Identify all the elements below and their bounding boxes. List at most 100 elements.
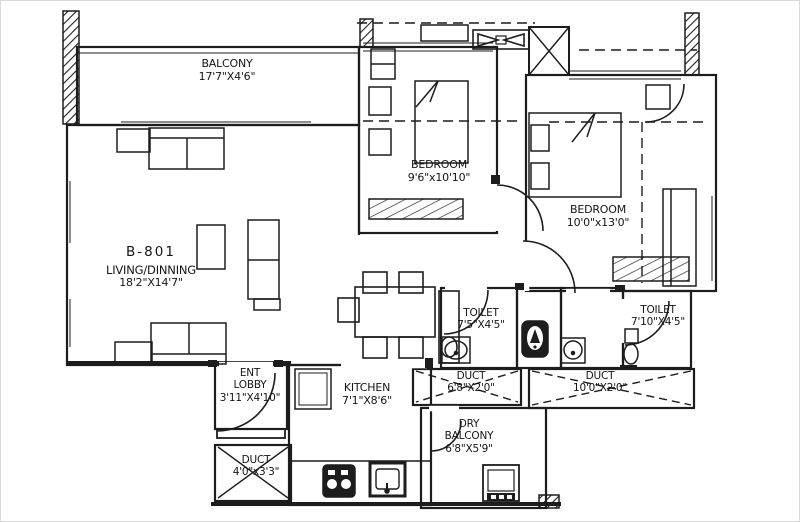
wardrobe-hatch — [612, 256, 690, 282]
bedroom2-furniture — [528, 84, 697, 287]
toilet1-label: TOILET 7'5"X4'5" — [457, 307, 505, 332]
dining-chair — [362, 336, 388, 359]
room-name: BEDROOM — [410, 158, 468, 171]
nightstand — [530, 124, 550, 152]
service-shafts — [472, 26, 570, 76]
kitchen-label: KITCHEN 7'1"X8'6" — [342, 381, 392, 408]
room-dims: 18'2"X14'7" — [119, 276, 183, 290]
duct-right-walls — [527, 367, 696, 410]
toilet1-door-arc — [443, 289, 489, 335]
living-furniture — [114, 127, 281, 366]
bedroom1-furniture — [368, 24, 469, 220]
room-name: DUCT — [585, 370, 615, 382]
entry-threshold — [216, 428, 286, 439]
room-name: DUCT — [241, 454, 271, 466]
lift-shaft — [528, 26, 570, 76]
room-name: DRY BALCONY — [444, 418, 494, 443]
side-table-top — [116, 128, 151, 153]
dining-chair — [398, 271, 424, 294]
unit-number: B-801 — [126, 244, 176, 260]
room-name: ENT LOBBY — [233, 367, 267, 392]
room-name: BEDROOM — [569, 203, 627, 216]
hatched-column-top-right — [684, 12, 700, 76]
sink-icon — [368, 461, 407, 498]
room-name: KITCHEN — [343, 381, 391, 394]
bed — [414, 80, 469, 164]
hatched-column-top-left — [62, 10, 80, 125]
room-dims: 10'0"X2'0" — [572, 382, 628, 395]
room-name: BALCONY — [201, 57, 253, 70]
hatched-column-bottom — [538, 494, 560, 509]
wc-icon — [620, 328, 639, 370]
room-dims: 7'5"X4'5" — [457, 319, 505, 332]
windows — [69, 42, 713, 347]
hatched-column-bedroom1 — [359, 18, 374, 48]
tv-unit — [247, 219, 281, 311]
dining-chair — [362, 271, 388, 294]
coffee-table — [196, 224, 226, 270]
stove-icon — [322, 464, 356, 498]
toilet2-label: TOILET 7'10"X4'5" — [631, 304, 685, 329]
room-dims: 9'6"x10'10" — [407, 170, 471, 184]
room-dims: 4'0"x3'3" — [232, 466, 280, 479]
passage-walls — [559, 286, 625, 370]
dry-balcony-walls — [419, 406, 548, 510]
sofa-bottom — [150, 322, 227, 365]
duct-right-cross — [531, 370, 692, 406]
bedroom2-label: BEDROOM 10'0"x13'0" — [566, 203, 630, 230]
room-dims: 7'10"X4'5" — [630, 316, 686, 329]
room-name: LIVING/DINNING — [105, 262, 197, 277]
room-dims: 3'11"X4'10" — [219, 391, 281, 404]
wardrobe-hatch — [368, 198, 464, 220]
room-name: TOILET — [463, 307, 499, 319]
balcony-label: BALCONY 17'7"X4'6" — [198, 57, 256, 84]
closet-box — [370, 48, 396, 80]
room-name: TOILET — [640, 304, 676, 316]
corner-table — [645, 84, 671, 110]
dining-set — [337, 271, 460, 364]
nightstand — [368, 128, 392, 156]
duct-mid-walls — [411, 367, 523, 407]
nightstand — [368, 86, 392, 116]
room-dims: 7'1"X8'6" — [342, 393, 392, 407]
nightstand — [530, 162, 550, 190]
dining-chair — [337, 297, 360, 323]
entrance-door-arc — [216, 372, 276, 432]
duct-crosses — [217, 370, 692, 499]
wall-hatches — [62, 10, 700, 509]
bedroom1-label: BEDROOM 9'6"x10'10" — [407, 158, 471, 185]
duct-right-label: DUCT 10'0"X2'0" — [573, 370, 627, 395]
bedroom2-closet-door-arc — [645, 83, 685, 123]
toilet-fixtures — [441, 320, 639, 370]
bedroom2-door-arc — [522, 240, 576, 294]
duct-left-cross — [217, 446, 289, 499]
dry-balcony-door-arc — [430, 420, 462, 452]
bedroom1-door-arc — [496, 184, 544, 232]
fridge — [294, 368, 332, 410]
duct-mid-cross — [415, 370, 519, 403]
bed — [528, 112, 622, 198]
geyser-icon — [521, 320, 549, 358]
bedroom1-walls — [357, 45, 499, 235]
living-label: B-801 LIVING/DINNING 18'2"X14'7" — [105, 244, 197, 290]
room-dims: 17'7"X4'6" — [198, 69, 256, 83]
ent-lobby-label: ENT LOBBY 3'11"X4'10" — [220, 367, 281, 404]
washing-machine-icon — [482, 464, 520, 502]
duct-mid-label: DUCT 6'8"X2'0" — [447, 370, 495, 395]
duct-left-walls — [213, 443, 293, 503]
dry-balcony-fixtures — [482, 464, 520, 502]
duct-left-label: DUCT 4'0"x3'3" — [233, 454, 280, 479]
room-dims: 6'8"X2'0" — [447, 382, 495, 395]
dining-table — [354, 286, 436, 338]
room-dims: 6'8"X5'9" — [445, 442, 493, 455]
door-arcs — [216, 83, 685, 452]
dry-balcony-label: DRY BALCONY 6'8"X5'9" — [441, 418, 497, 455]
room-dims: 10'0"x13'0" — [566, 215, 630, 229]
kitchen-fixtures — [289, 368, 431, 498]
passage-washbasin — [560, 337, 586, 364]
dashed-lines — [357, 22, 703, 283]
toilet1-washbasin — [441, 336, 471, 364]
room-name: DUCT — [456, 370, 486, 382]
